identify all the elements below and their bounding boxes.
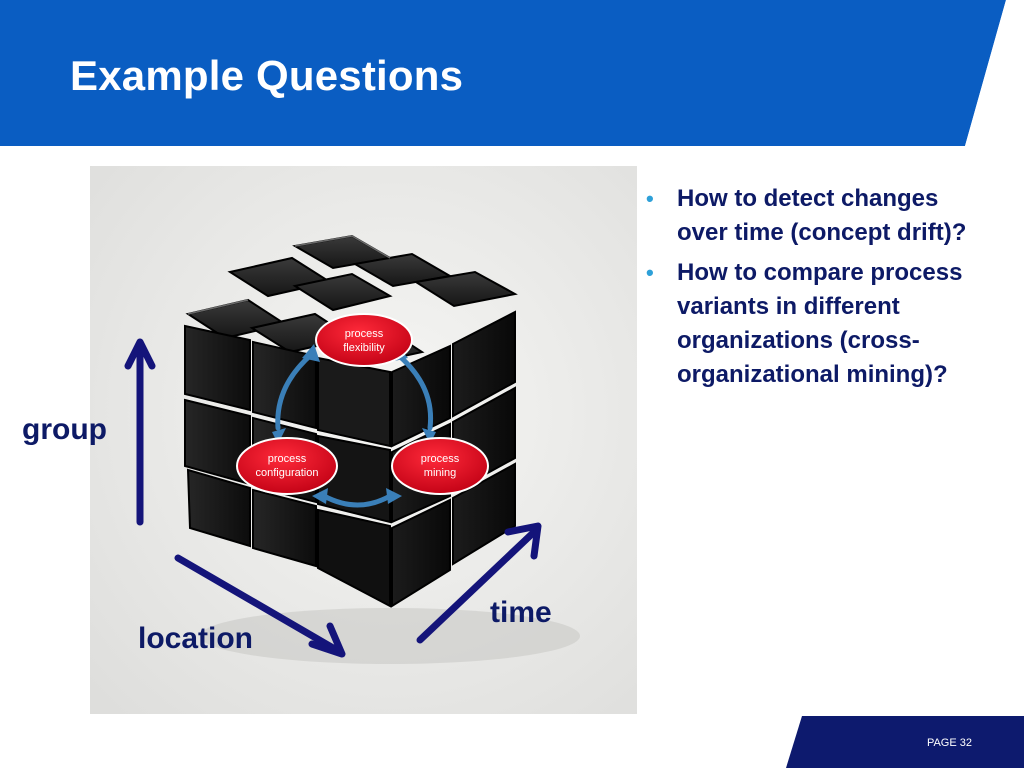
node-label-configuration-line1: process (268, 453, 307, 465)
node-process-configuration: process configuration (236, 437, 338, 495)
time-axis-arrow (416, 528, 538, 644)
page-number: PAGE 32 (926, 737, 972, 749)
question-text: How to compare process variants in diffe… (677, 259, 963, 388)
process-cycle-arrows (275, 351, 434, 508)
bullet-dot-icon: • (646, 260, 654, 285)
footer-band (786, 716, 1024, 768)
node-process-mining: process mining (391, 437, 489, 495)
question-item: • How to compare process variants in dif… (644, 256, 984, 392)
node-label-configuration-line2: configuration (256, 467, 319, 479)
question-list: • How to detect changes over time (conce… (644, 182, 984, 398)
question-item: • How to detect changes over time (conce… (644, 182, 984, 250)
bullet-dot-icon: • (646, 186, 654, 211)
question-text: How to detect changes over time (concept… (677, 185, 967, 246)
node-process-flexibility: process flexibility (315, 313, 413, 367)
node-label-flexibility-line2: flexibility (343, 342, 385, 354)
slide-title: Example Questions (70, 52, 464, 99)
axis-label-group: group (22, 413, 107, 446)
node-label-mining-line1: process (421, 453, 460, 465)
location-axis-arrow (174, 554, 344, 656)
node-label-mining-line2: mining (424, 467, 456, 479)
title-band (0, 0, 1024, 148)
rubiks-cube-figure: process flexibility process configuratio… (90, 166, 637, 714)
node-label-flexibility-line1: process (345, 328, 384, 340)
axis-label-time: time (490, 596, 552, 629)
axis-label-location: location (138, 622, 254, 655)
axis-arrows (124, 338, 542, 658)
